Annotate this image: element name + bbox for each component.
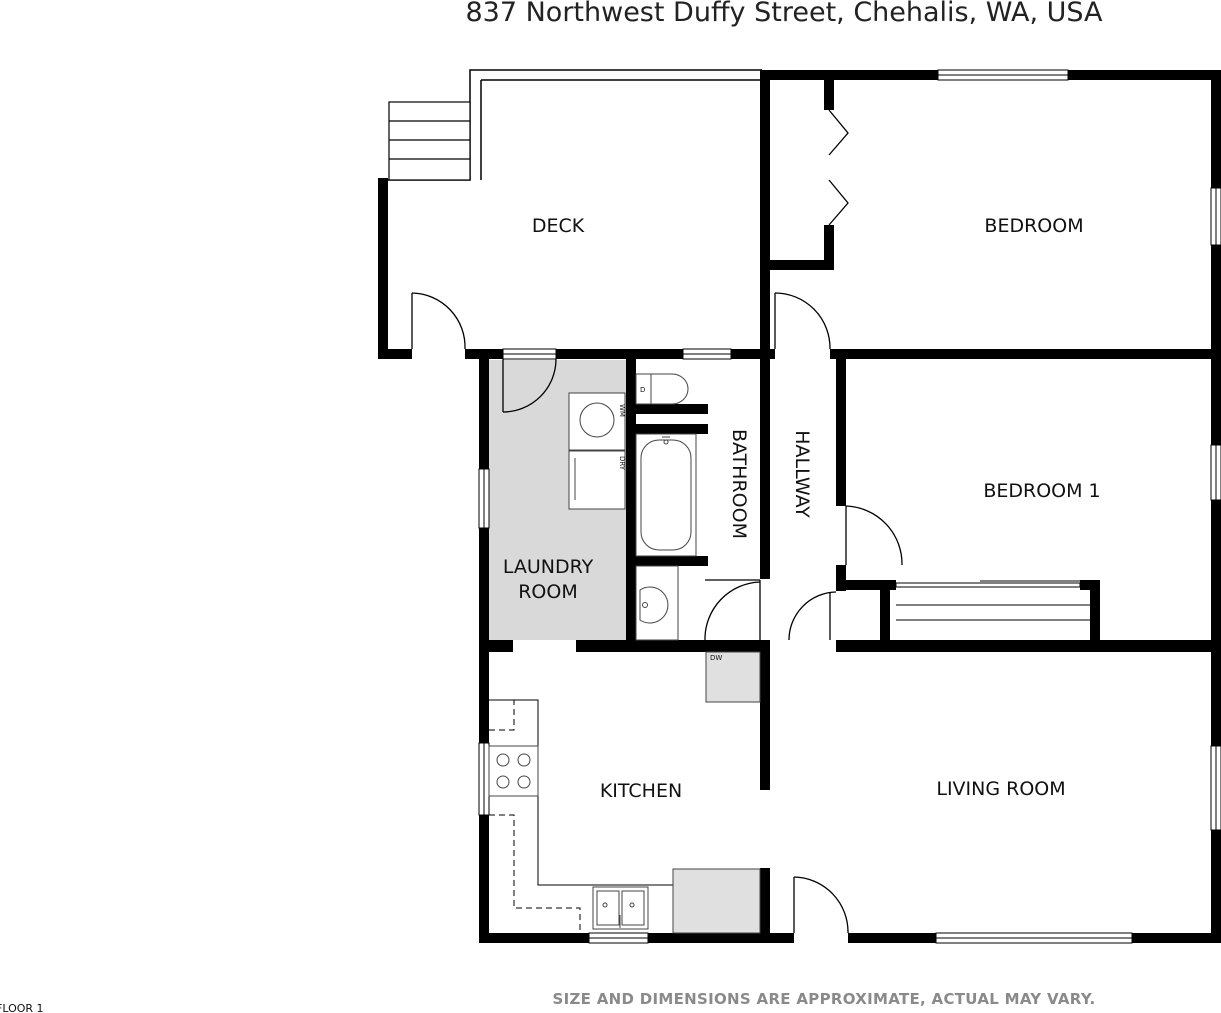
walls [378,70,1221,943]
bathroom-sink [635,565,679,641]
room-label-bathroom: BATHROOM [728,429,750,539]
windows [478,69,1221,944]
bathtub [635,433,697,557]
doors [411,109,903,934]
deck-stairs [388,101,471,181]
toilet [635,373,689,405]
floor-label: FLOOR 1 [0,1002,44,1013]
room-label-laundry-line1: LAUNDRY [503,556,594,578]
kitchen-cabinets-dashed [489,700,581,933]
address-title: 837 Northwest Duffy Street, Chehalis, WA… [465,0,1103,28]
kitchen-sink [592,886,649,930]
room-label-living-room: LIVING ROOM [936,778,1065,800]
room-label-deck: DECK [532,215,585,237]
dishwasher [705,651,761,703]
stove [488,745,539,797]
dishwasher-label: DW [710,654,722,662]
disclaimer: SIZE AND DIMENSIONS ARE APPROXIMATE, ACT… [553,990,1096,1008]
closet-sliding-doors [895,580,1090,621]
room-label-kitchen: KITCHEN [600,780,682,802]
room-label-bedroom-1: BEDROOM 1 [983,480,1100,502]
refrigerator [672,868,761,934]
washer-label: WM [618,404,626,417]
washer-dryer [568,392,626,510]
room-label-hallway: HALLWAY [791,430,813,518]
dryer-label: DRY [618,456,626,471]
room-label-bedroom: BEDROOM [984,215,1083,237]
room-label-laundry-line2: ROOM [518,581,578,603]
toilet-label: D [640,386,645,394]
